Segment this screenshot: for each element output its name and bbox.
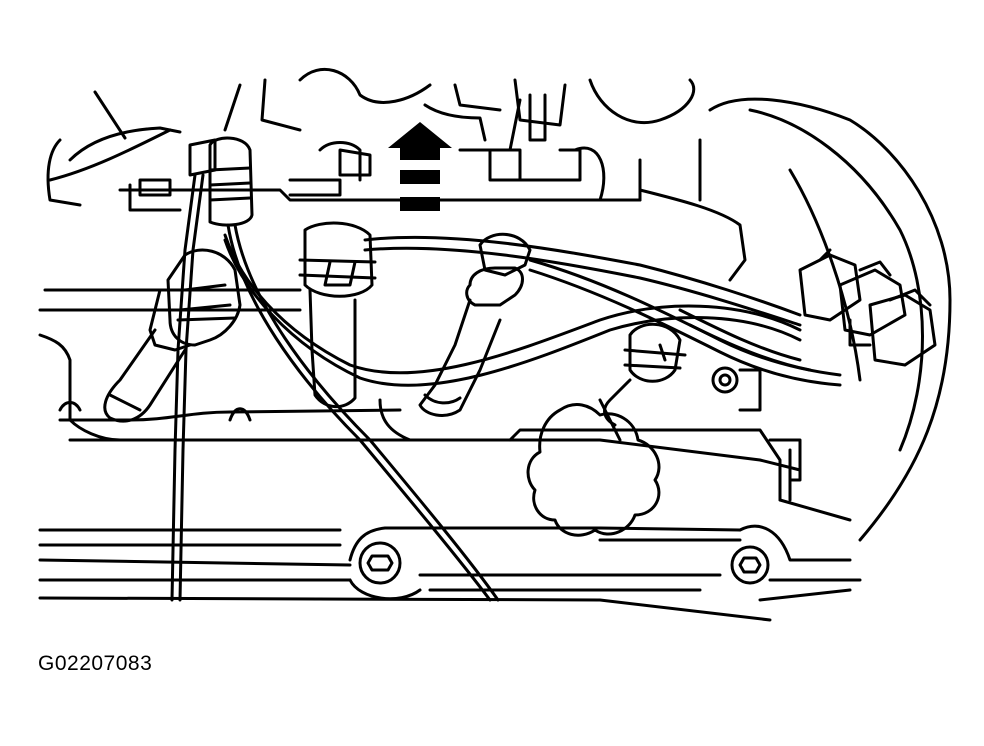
wire-harness: [223, 233, 842, 387]
figure-code-label: G02207083: [38, 652, 153, 675]
harness-connectors: [798, 248, 937, 367]
ignition-coil-3: [418, 232, 532, 417]
valve-cover: [38, 288, 862, 622]
oil-filler-cap: [526, 403, 661, 537]
up-arrow-icon: [388, 122, 452, 211]
sensor-cables: [170, 136, 500, 602]
ignition-coil-2: [298, 221, 377, 409]
ignition-coil-1: [103, 248, 242, 423]
ignition-coil-4: [603, 322, 687, 427]
